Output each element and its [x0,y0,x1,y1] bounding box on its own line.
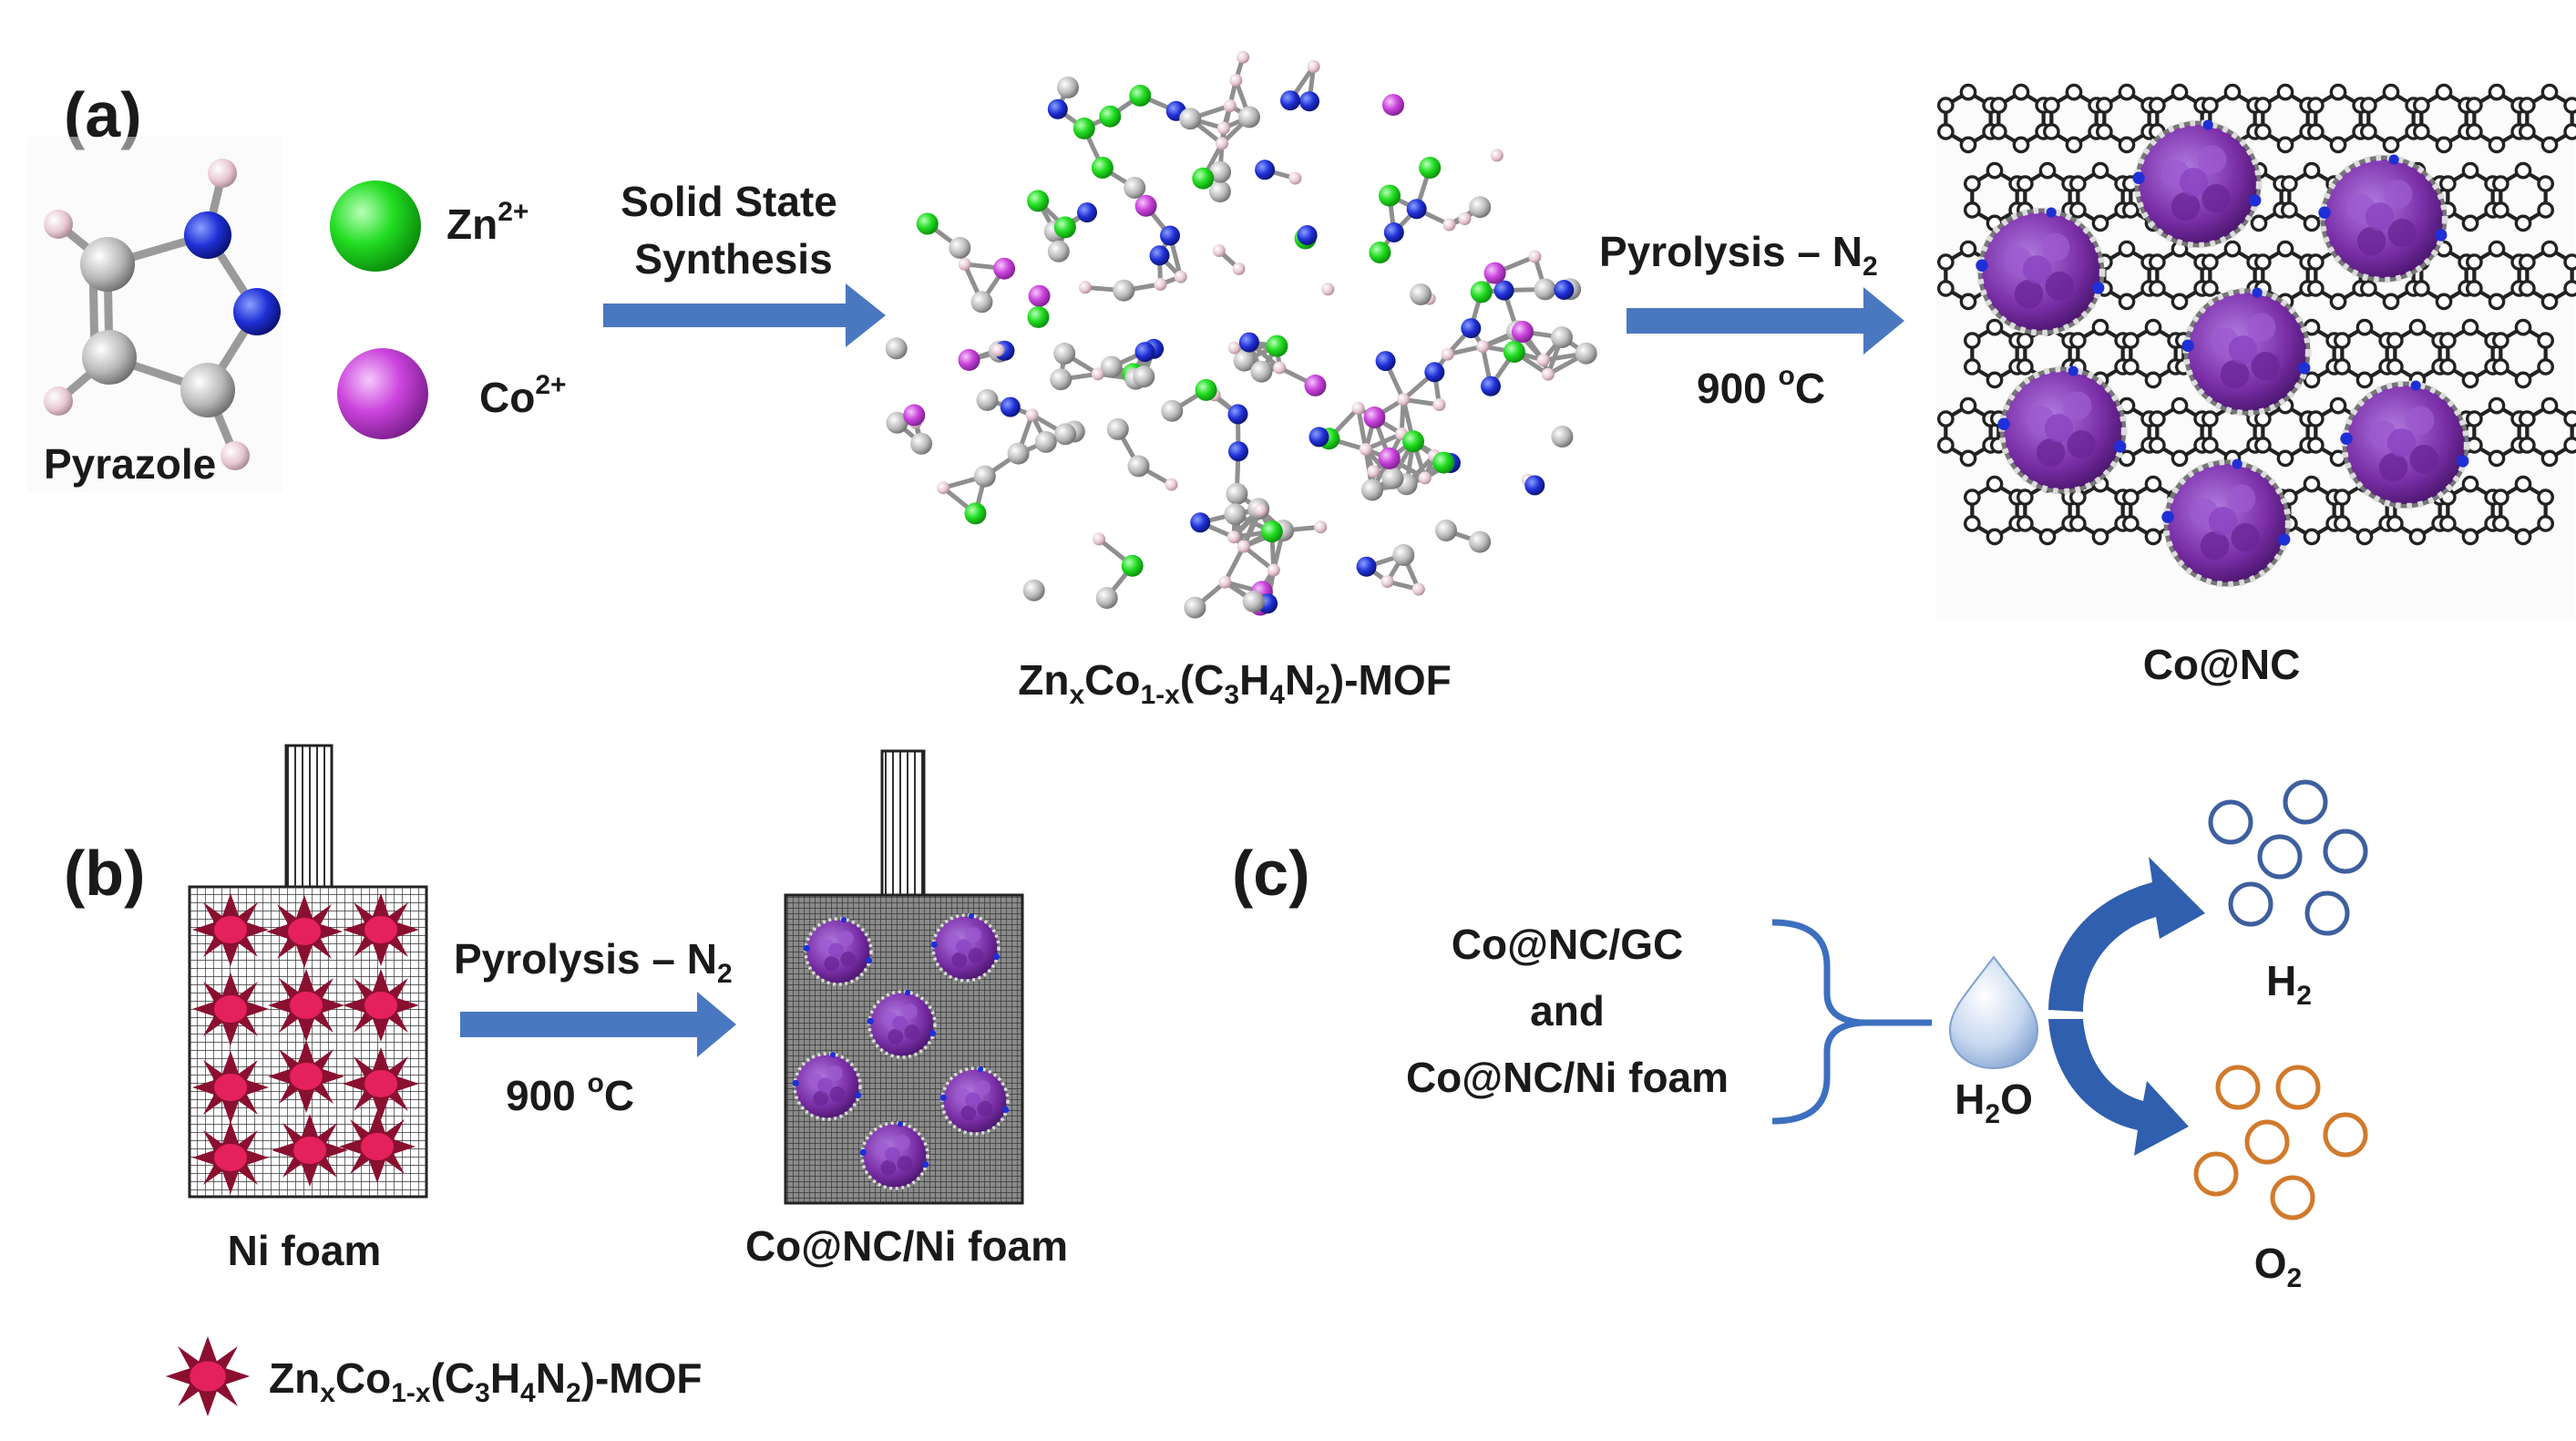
co-nc-structure [1936,85,2576,620]
mof-label: ZnxCo1-x(C3H4N2)-MOF [1018,656,1452,710]
o2-bubbles [2193,1065,2368,1220]
co-ion-label: Co2+ [479,370,567,421]
pyrolysis-arrow-b [460,992,736,1057]
co-nc-ni-foam-electrode [784,749,1024,1205]
mof-legend-star-icon [164,1334,251,1418]
ni-foam-label: Ni foam [228,1227,382,1274]
synthesis-label-line2: Synthesis [634,235,832,283]
pyrolysis-label-a: Pyrolysis – N2 [1599,228,1878,282]
panel-c-label: (c) [1232,838,1310,909]
h2-bubbles [2208,779,2368,936]
pyrolysis-label-b: Pyrolysis – N2 [454,935,733,989]
o2-label: O2 [2254,1240,2302,1293]
co-ion-sphere [337,348,428,439]
synthesis-label-line1: Solid State [621,178,837,225]
synthesis-arrow [603,283,886,347]
panel-b-label: (b) [64,838,145,909]
h2-label: H2 [2266,957,2312,1011]
co-nc-ni-foam-label: Co@NC/Ni foam [745,1222,1068,1270]
pyrolysis-temp-a: 900 oC [1697,361,1825,412]
catalyst-line2: and [1530,987,1605,1034]
pyrazole-molecule [27,137,282,492]
zn-ion-label: Zn2+ [446,197,529,248]
catalyst-bracket [1771,919,1932,1125]
zn-ion-sphere [330,180,421,272]
mof-network [885,50,1597,619]
catalyst-line1: Co@NC/GC [1452,921,1683,968]
water-label: H2O [1955,1076,2033,1129]
pyrazole-label: Pyrazole [44,440,216,488]
mof-legend-label: ZnxCo1-x(C3H4N2)-MOF [269,1354,703,1408]
co-nc-label: Co@NC [2143,641,2301,688]
catalyst-line3: Co@NC/Ni foam [1406,1054,1729,1101]
water-droplet-icon [1948,955,2039,1070]
h2-curved-arrow [2048,857,2205,1012]
pyrolysis-temp-b: 900 oC [506,1068,634,1119]
ni-foam-electrode [188,744,428,1199]
o2-curved-arrow [2048,1019,2189,1156]
pyrolysis-arrow-a [1627,287,1904,355]
